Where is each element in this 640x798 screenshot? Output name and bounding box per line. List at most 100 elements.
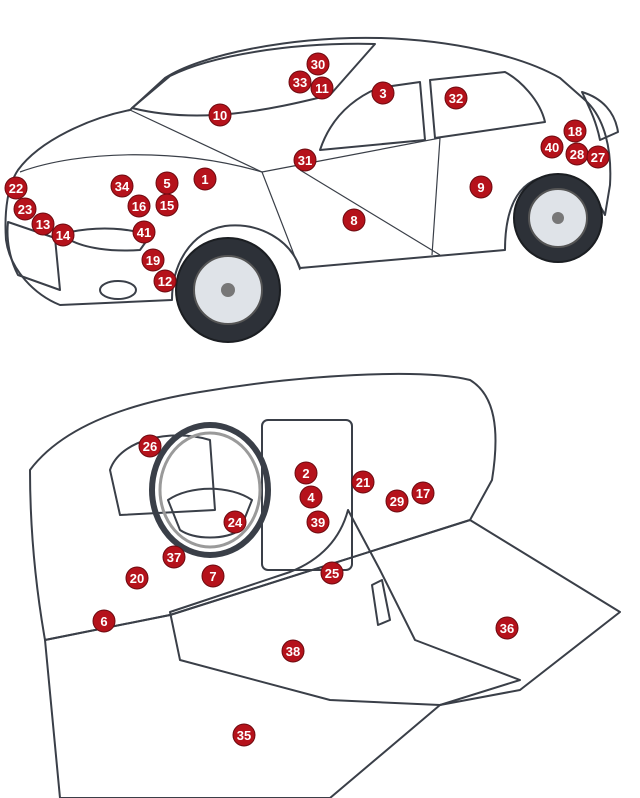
marker-label: 9 <box>477 180 484 195</box>
marker-19[interactable]: 19 <box>141 248 165 272</box>
marker-circle <box>299 485 323 509</box>
marker-circle <box>351 470 375 494</box>
marker-circle <box>223 510 247 534</box>
marker-32[interactable]: 32 <box>444 86 468 110</box>
marker-circle <box>288 70 312 94</box>
marker-2[interactable]: 2 <box>294 461 318 485</box>
car-illustration <box>4 36 619 343</box>
marker-1[interactable]: 1 <box>193 167 217 191</box>
marker-label: 40 <box>545 140 559 155</box>
marker-label: 17 <box>416 486 430 501</box>
marker-label: 38 <box>286 644 300 659</box>
marker-40[interactable]: 40 <box>540 135 564 159</box>
marker-label: 6 <box>100 614 107 629</box>
marker-29[interactable]: 29 <box>385 489 409 513</box>
marker-35[interactable]: 35 <box>232 723 256 747</box>
marker-27[interactable]: 27 <box>586 145 610 169</box>
marker-circle <box>411 481 435 505</box>
marker-label: 27 <box>591 150 605 165</box>
marker-label: 8 <box>350 213 357 228</box>
marker-9[interactable]: 9 <box>469 175 493 199</box>
marker-label: 25 <box>325 566 339 581</box>
marker-7[interactable]: 7 <box>201 564 225 588</box>
marker-16[interactable]: 16 <box>127 194 151 218</box>
marker-circle <box>127 194 151 218</box>
marker-label: 26 <box>143 439 157 454</box>
marker-10[interactable]: 10 <box>208 103 232 127</box>
marker-circle <box>13 197 37 221</box>
marker-circle <box>155 193 179 217</box>
marker-34[interactable]: 34 <box>110 174 134 198</box>
marker-circle <box>193 167 217 191</box>
marker-11[interactable]: 11 <box>310 76 334 100</box>
instrument-cluster <box>109 434 216 516</box>
marker-33[interactable]: 33 <box>288 70 312 94</box>
side-window-front <box>319 81 426 151</box>
marker-8[interactable]: 8 <box>342 208 366 232</box>
marker-label: 28 <box>570 147 584 162</box>
marker-30[interactable]: 30 <box>306 52 330 76</box>
marker-24[interactable]: 24 <box>223 510 247 534</box>
marker-circle <box>586 145 610 169</box>
marker-circle <box>138 434 162 458</box>
marker-circle <box>563 119 587 143</box>
marker-circle <box>125 566 149 590</box>
fog-light <box>99 280 137 300</box>
marker-25[interactable]: 25 <box>320 561 344 585</box>
marker-circle <box>31 212 55 236</box>
marker-label: 10 <box>213 108 227 123</box>
door-line-1 <box>261 137 441 256</box>
marker-38[interactable]: 38 <box>281 639 305 663</box>
marker-label: 15 <box>160 198 174 213</box>
marker-36[interactable]: 36 <box>495 616 519 640</box>
marker-39[interactable]: 39 <box>306 510 330 534</box>
marker-label: 7 <box>209 569 216 584</box>
marker-label: 24 <box>228 515 243 530</box>
marker-13[interactable]: 13 <box>31 212 55 236</box>
marker-15[interactable]: 15 <box>155 193 179 217</box>
marker-4[interactable]: 4 <box>299 485 323 509</box>
rear-wheel <box>513 173 603 263</box>
marker-21[interactable]: 21 <box>351 470 375 494</box>
marker-37[interactable]: 37 <box>162 545 186 569</box>
marker-circle <box>306 510 330 534</box>
marker-31[interactable]: 31 <box>293 148 317 172</box>
marker-5[interactable]: 5 <box>155 171 179 195</box>
marker-41[interactable]: 41 <box>132 220 156 244</box>
marker-14[interactable]: 14 <box>51 223 75 247</box>
gear-shifter <box>371 579 391 626</box>
center-console <box>169 509 521 706</box>
marker-label: 36 <box>500 621 514 636</box>
marker-12[interactable]: 12 <box>153 269 177 293</box>
marker-circle <box>294 461 318 485</box>
steering-wheel <box>149 422 271 558</box>
marker-28[interactable]: 28 <box>565 142 589 166</box>
marker-6[interactable]: 6 <box>92 609 116 633</box>
interior-illustration <box>29 372 621 798</box>
marker-26[interactable]: 26 <box>138 434 162 458</box>
marker-label: 29 <box>390 494 404 509</box>
marker-circle <box>444 86 468 110</box>
side-window-rear <box>429 71 546 139</box>
marker-label: 33 <box>293 75 307 90</box>
hood-line <box>19 154 301 271</box>
marker-label: 35 <box>237 728 251 743</box>
marker-17[interactable]: 17 <box>411 481 435 505</box>
front-grille <box>6 221 61 291</box>
marker-label: 18 <box>568 124 582 139</box>
marker-circle <box>540 135 564 159</box>
marker-18[interactable]: 18 <box>563 119 587 143</box>
marker-23[interactable]: 23 <box>13 197 37 221</box>
marker-3[interactable]: 3 <box>371 81 395 105</box>
marker-label: 37 <box>167 550 181 565</box>
marker-20[interactable]: 20 <box>125 566 149 590</box>
marker-label: 41 <box>137 225 151 240</box>
marker-22[interactable]: 22 <box>4 176 28 200</box>
marker-circle <box>51 223 75 247</box>
taillight <box>581 91 619 141</box>
marker-circle <box>495 616 519 640</box>
marker-circle <box>306 52 330 76</box>
marker-label: 22 <box>9 181 23 196</box>
marker-label: 23 <box>18 202 32 217</box>
